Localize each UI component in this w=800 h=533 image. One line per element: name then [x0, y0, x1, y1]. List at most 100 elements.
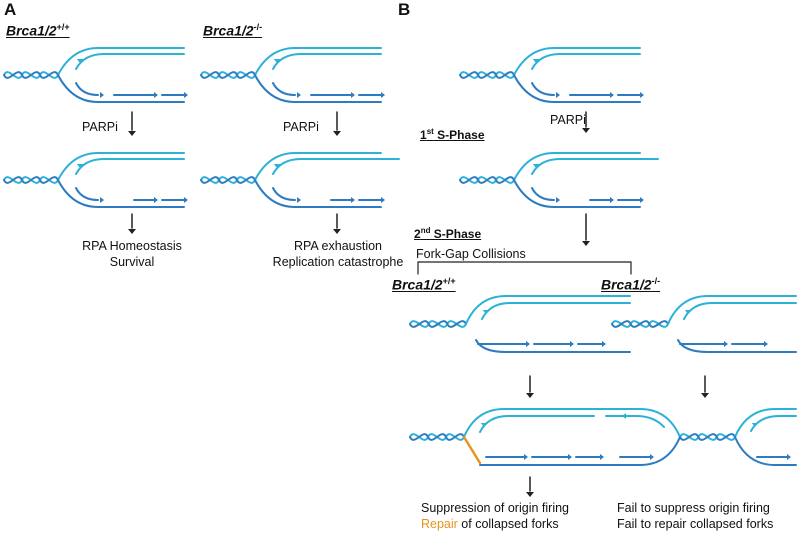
double-fork-b-mut-right-top-arrowhead [751, 423, 759, 427]
arrow-b-1-head [582, 128, 590, 133]
collapsed-fork-b-mut-1-helix-strand-2 [611, 320, 669, 328]
fork-a-mut-before-top-parental [254, 47, 382, 76]
fork-b-second-lagging-head-3 [640, 197, 644, 203]
arrow-a-mut-1-head [333, 131, 341, 136]
fork-a-wt-after-lagging-head-2 [154, 197, 158, 203]
fork-a-wt-before-lagging-head-2 [154, 92, 158, 98]
fork-a-mut-before-lagging-head-2 [351, 92, 355, 98]
outcome-b-mut-line1: Fail to suppress origin firing [617, 501, 770, 515]
fork-b-second-lagging-head-1 [556, 197, 560, 203]
double-fork-b-mut-left-bottom-parental [613, 436, 681, 466]
repaired-fork-b-wt-helix-strand-2 [409, 433, 465, 441]
parpi-label-a-mut: PARPi [283, 120, 319, 134]
fork-a-mut-before-top-arrowhead [273, 59, 281, 63]
fork-a-wt-before-helix-strand-2 [3, 71, 59, 79]
double-fork-b-mut-left-top-parental [613, 408, 681, 438]
collapsed-fork-b-mut-1-lagging-head-1 [724, 341, 728, 347]
repaired-fork-b-wt-lagging-head-2 [568, 454, 572, 460]
outcome-b-wt-line1: Suppression of origin firing [421, 501, 569, 515]
fork-a-mut-after-top-parental [254, 152, 382, 181]
fork-b-second-lagging-start [531, 187, 555, 201]
fork-b-first-top-arrowhead [532, 59, 540, 63]
outcome-a-wt-line2: Survival [109, 255, 155, 269]
repaired-fork-b-wt-lagging-head-3 [600, 454, 604, 460]
first-s-phase-label: 1st S-Phase [420, 127, 485, 142]
fork-a-wt-after-lagging-head-3 [184, 197, 188, 203]
double-fork-b-mut-right-top-nascent [750, 415, 797, 432]
fork-a-mut-after-bottom-parental [254, 179, 382, 208]
fork-b-second-top-arrowhead [532, 164, 540, 168]
fork-gap-collisions-label: Fork-Gap Collisions [416, 247, 526, 261]
double-fork-b-mut-left-top-arrowhead [622, 413, 626, 419]
fork-b-first-top-nascent [531, 53, 641, 70]
arrow-a-wt-2-head [128, 229, 136, 234]
outcome-a-wt-line1: RPA Homeostasis [82, 239, 182, 253]
fork-a-mut-after-top-nascent [272, 158, 386, 175]
collapsed-fork-b-wt-1-top-nascent [481, 302, 631, 320]
outcome-a-mut-line2: Replication catastrophe [272, 255, 404, 269]
double-fork-b-mut-right-lagging-head-1 [787, 454, 791, 460]
fork-b-first-top-parental [513, 47, 641, 76]
repaired-fork-b-wt-lagging-head-1 [524, 454, 528, 460]
fork-b-second-lagging-head-2 [610, 197, 614, 203]
fork-a-wt-after-helix-strand-2 [3, 176, 59, 184]
repaired-fork-b-wt-top-nascent [479, 415, 595, 433]
collapsed-fork-b-wt-1-lagging-head-1 [526, 341, 530, 347]
repaired-fork-b-wt-repaired-segment [462, 435, 482, 465]
collapsed-fork-b-wt-1-lagging-head-2 [570, 341, 574, 347]
fork-a-mut-before-top-nascent [272, 53, 382, 70]
fork-a-wt-after-top-nascent [75, 158, 185, 175]
collapsed-fork-b-wt-1-bottom [475, 339, 631, 353]
fork-b-second-bottom-parental [513, 179, 641, 208]
arrow-a-mut-2-head [333, 229, 341, 234]
fork-a-wt-after-lagging-head-1 [100, 197, 104, 203]
panel-label-a: A [4, 0, 17, 19]
fork-a-mut-before-lagging-head-3 [381, 92, 385, 98]
fork-a-mut-after-helix-strand-2 [200, 176, 256, 184]
parpi-label-b: PARPi [550, 113, 586, 127]
arrow-a-wt-1-head [128, 131, 136, 136]
double-fork-b-mut-right-top-parental [734, 408, 797, 438]
collapsed-fork-b-mut-1-lagging-head-2 [764, 341, 768, 347]
fork-a-mut-after-lagging-head-2 [351, 197, 355, 203]
fork-a-wt-before-lagging-start [75, 82, 99, 96]
double-fork-b-mut-left-lagging-head [650, 454, 654, 460]
fork-a-mut-before-lagging-start [272, 82, 296, 96]
fork-b-first-lagging-start [531, 82, 555, 96]
fork-a-wt-after-top-parental [57, 152, 185, 181]
repaired-fork-b-wt-top-parental [463, 408, 631, 438]
collapsed-fork-b-mut-1-top-arrowhead [684, 310, 692, 314]
parpi-label-a-wt: PARPi [82, 120, 118, 134]
collapsed-fork-b-mut-1-top-parental [667, 295, 797, 325]
collapsed-fork-b-wt-1-helix-strand-2 [409, 320, 467, 328]
outcome-b-wt-line2: Repair of collapsed forks [421, 517, 559, 531]
fork-b-second-helix-strand-2 [459, 176, 515, 184]
double-fork-b-mut-helix-strand-2 [679, 433, 736, 441]
arrow-b-mut-1-head [701, 393, 709, 398]
collapsed-fork-b-mut-1-bottom [677, 339, 797, 353]
arrow-b-wt-1-head [526, 393, 534, 398]
repair-highlight: Repair [421, 517, 458, 531]
fork-b-first-lagging-head-3 [640, 92, 644, 98]
double-fork-b-mut-right-bottom-parental [734, 436, 797, 466]
fork-a-wt-before-bottom-parental [57, 74, 185, 103]
panel-label-b: B [398, 0, 411, 19]
fork-a-mut-before-helix-strand-2 [200, 71, 256, 79]
second-s-phase-label: 2nd S-Phase [414, 226, 482, 241]
fork-a-wt-before-top-arrowhead [76, 59, 84, 63]
fork-a-wt-before-top-parental [57, 47, 185, 76]
fork-b-first-bottom-parental [513, 74, 641, 103]
outcome-a-mut-line1: RPA exhaustion [293, 239, 383, 253]
fork-b-first-lagging-head-2 [610, 92, 614, 98]
fork-a-mut-after-lagging-head-3 [381, 197, 385, 203]
collapsed-fork-b-wt-1-top-arrowhead [482, 310, 490, 314]
fork-a-mut-after-lagging-head-1 [297, 197, 301, 203]
collapsed-fork-b-wt-1-top-parental [465, 295, 631, 325]
outcome-b-mut-line2: Fail to repair collapsed forks [617, 517, 774, 531]
fork-a-mut-after-lagging-start [272, 187, 296, 201]
fork-a-mut-before-bottom-parental [254, 74, 382, 103]
genotype-b-wild-type: Brca1/2+/+ [392, 276, 456, 293]
repaired-fork-b-wt-top-arrowhead [480, 423, 488, 427]
fork-a-mut-before-lagging-head-1 [297, 92, 301, 98]
